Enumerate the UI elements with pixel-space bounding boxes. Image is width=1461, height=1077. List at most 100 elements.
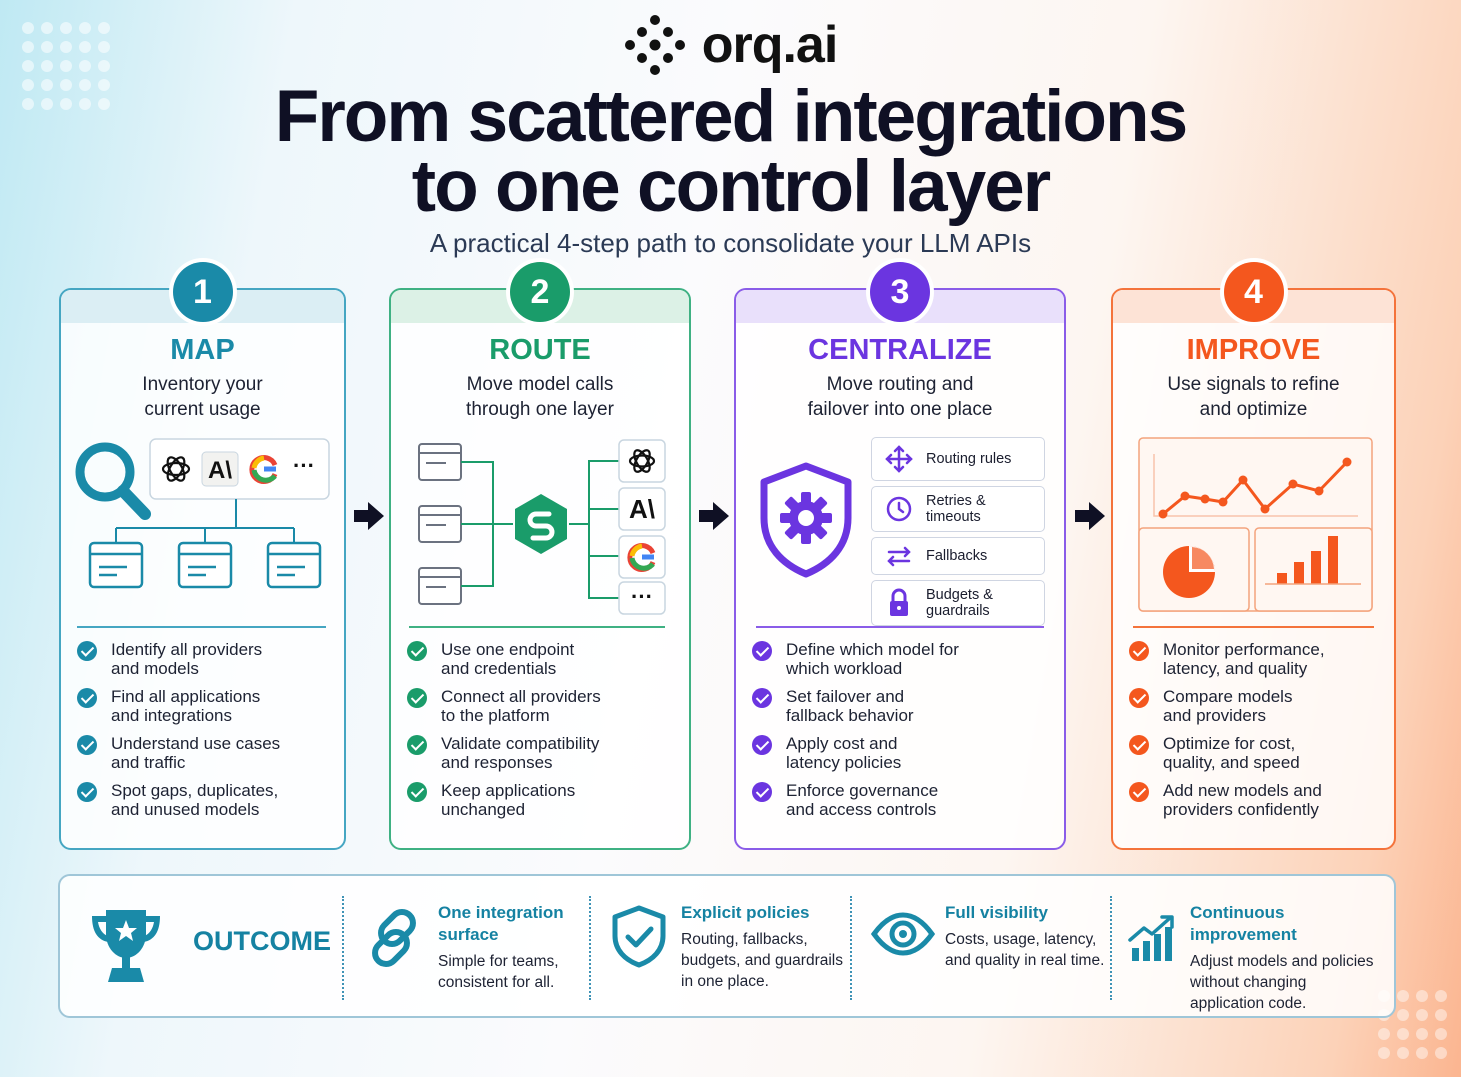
trend-up-icon xyxy=(1128,915,1174,961)
google-icon xyxy=(249,455,278,484)
check-icon xyxy=(1129,688,1149,708)
link-icon xyxy=(372,909,416,967)
step-card-centralize: 3 CENTRALIZE Move routing and failover i… xyxy=(734,262,1066,850)
bullet-list: Monitor performance, latency, and qualit… xyxy=(1129,640,1384,828)
anthropic-icon: A\ xyxy=(208,457,232,484)
arrow-right-icon xyxy=(699,502,729,530)
route-illustration: A\ ··· xyxy=(418,439,666,615)
step-description: Move model calls through one layer xyxy=(466,374,614,420)
card-divider xyxy=(409,626,665,628)
list-item: Add new models and providers confidently xyxy=(1129,781,1384,828)
feature-label: Routing rules xyxy=(926,451,1012,467)
card-divider xyxy=(1133,626,1374,628)
check-icon xyxy=(1129,735,1149,755)
clock-icon xyxy=(886,496,912,522)
bar-chart-icon xyxy=(1277,536,1338,584)
outcome-item: One integration surface Simple for teams… xyxy=(438,902,588,993)
check-icon xyxy=(752,641,772,661)
orq-hub-icon xyxy=(515,494,567,554)
openai-icon xyxy=(628,449,656,473)
outcome-item-text: Simple for teams, consistent for all. xyxy=(438,953,559,991)
pie-chart-icon xyxy=(1163,546,1215,598)
check-icon xyxy=(407,782,427,802)
magnifier-icon xyxy=(75,442,151,520)
list-item: Compare models and providers xyxy=(1129,687,1384,734)
step-card-route: 2 ROUTE Move model calls through one lay… xyxy=(389,262,691,850)
step-number-badge: 4 xyxy=(1223,262,1284,322)
step-card-improve: 4 IMPROVE Use signals to refine and opti… xyxy=(1111,262,1396,850)
outcome-item: Full visibility Costs, usage, latency, a… xyxy=(945,902,1115,971)
feature-item-fallbacks: Fallbacks xyxy=(871,537,1045,575)
step-title: ROUTE xyxy=(489,334,591,366)
outcome-item: Continuous improvement Adjust models and… xyxy=(1190,902,1390,1014)
check-icon xyxy=(77,735,97,755)
decorative-dots-bottom-right xyxy=(1378,990,1447,1059)
title-line-2: to one control layer xyxy=(411,146,1051,227)
step-number-badge: 2 xyxy=(510,262,570,322)
move-arrows-icon xyxy=(885,445,913,473)
step-title: IMPROVE xyxy=(1186,334,1321,366)
decorative-dots-top-left xyxy=(22,22,110,110)
more-icon: ··· xyxy=(293,453,315,478)
check-icon xyxy=(1129,782,1149,802)
line-chart-icon xyxy=(1158,457,1352,519)
list-item: Validate compatibility and responses xyxy=(407,734,679,781)
feature-item-budgets: Budgets & guardrails xyxy=(871,580,1045,626)
list-item: Set failover and fallback behavior xyxy=(752,687,1054,734)
check-icon xyxy=(752,782,772,802)
outcome-item-text: Routing, fallbacks, budgets, and guardra… xyxy=(681,931,844,990)
step-number-badge: 3 xyxy=(870,262,930,322)
app-window-icons xyxy=(418,443,462,605)
check-icon xyxy=(752,735,772,755)
anthropic-icon: A\ xyxy=(629,494,655,524)
openai-icon xyxy=(161,456,191,482)
list-item: Find all applications and integrations xyxy=(77,687,334,734)
orq-logo-icon xyxy=(624,15,685,75)
list-item: Keep applications unchanged xyxy=(407,781,679,828)
list-item: Understand use cases and traffic xyxy=(77,734,334,781)
check-icon xyxy=(752,688,772,708)
list-item: Identify all providers and models xyxy=(77,640,334,687)
page-title: From scattered integrations to one contr… xyxy=(0,76,1461,227)
eye-icon xyxy=(870,912,936,956)
arrow-right-icon xyxy=(354,502,384,530)
feature-item-retries: Retries & timeouts xyxy=(871,486,1045,532)
outcome-panel: OUTCOME One integration surface Simple f… xyxy=(58,874,1396,1018)
check-icon xyxy=(77,688,97,708)
shield-check-icon xyxy=(612,905,666,968)
card-divider xyxy=(756,626,1044,628)
bullet-list: Use one endpoint and credentials Connect… xyxy=(407,640,679,828)
swap-arrows-icon xyxy=(887,546,911,567)
arrow-right-icon xyxy=(1075,502,1105,530)
bullet-list: Define which model for which workload Se… xyxy=(752,640,1054,828)
shield-gear-illustration xyxy=(760,462,852,578)
check-icon xyxy=(1129,641,1149,661)
step-description: Use signals to refine and optimize xyxy=(1167,374,1340,420)
list-item: Use one endpoint and credentials xyxy=(407,640,679,687)
check-icon xyxy=(77,641,97,661)
list-item: Spot gaps, duplicates, and unused models xyxy=(77,781,334,828)
feature-label: Fallbacks xyxy=(926,548,988,564)
outcome-item-title: Explicit policies xyxy=(681,903,810,922)
outcome-item-text: Adjust models and policies without chang… xyxy=(1190,953,1374,1012)
list-item: Enforce governance and access controls xyxy=(752,781,1054,828)
card-divider xyxy=(77,626,326,628)
lock-icon xyxy=(890,588,908,616)
step-title: CENTRALIZE xyxy=(808,334,992,366)
list-item: Monitor performance, latency, and qualit… xyxy=(1129,640,1384,687)
title-line-1: From scattered integrations xyxy=(274,76,1188,157)
shield-gear-icon xyxy=(760,462,852,578)
step-card-map: 1 MAP Inventory your current usage A\ ··… xyxy=(59,262,346,850)
check-icon xyxy=(407,735,427,755)
google-icon xyxy=(627,543,656,572)
outcome-label: OUTCOME xyxy=(193,926,331,956)
separator xyxy=(1110,896,1112,1000)
separator xyxy=(850,896,852,1000)
list-item: Connect all providers to the platform xyxy=(407,687,679,734)
step-title: MAP xyxy=(170,334,235,366)
list-item: Define which model for which workload xyxy=(752,640,1054,687)
step-description: Move routing and failover into one place xyxy=(807,374,993,420)
outcome-item-title: Full visibility xyxy=(945,903,1048,922)
trophy-icon xyxy=(92,910,160,982)
check-icon xyxy=(407,688,427,708)
